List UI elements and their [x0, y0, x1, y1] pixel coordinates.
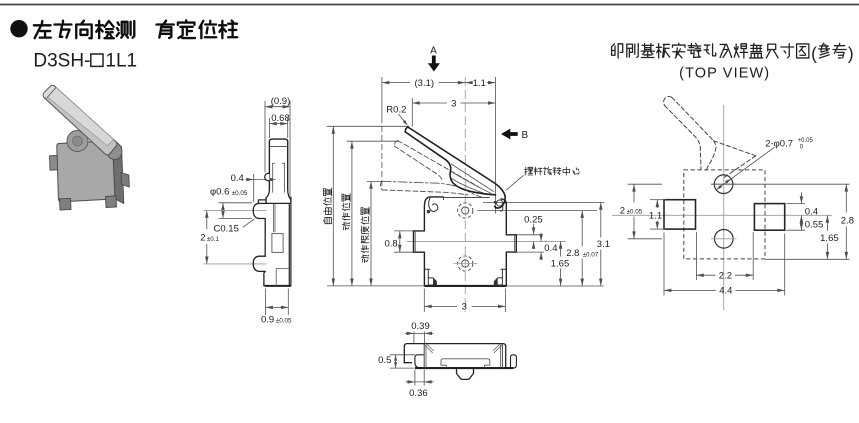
svg-text:1.1: 1.1: [649, 211, 662, 222]
svg-text:1.1: 1.1: [473, 78, 486, 89]
svg-text:2.8: 2.8: [566, 248, 579, 259]
svg-text:(: (: [811, 44, 817, 64]
svg-text:B: B: [522, 130, 529, 141]
svg-text:3.1: 3.1: [597, 239, 610, 250]
svg-text:0.5: 0.5: [378, 355, 391, 366]
svg-text:A: A: [430, 46, 437, 57]
svg-text:(3.1): (3.1): [415, 78, 435, 89]
svg-text:0.4: 0.4: [805, 207, 818, 218]
svg-text:2: 2: [200, 233, 205, 244]
svg-text:±0.05: ±0.05: [232, 190, 248, 197]
svg-text:0.55: 0.55: [805, 219, 824, 230]
svg-text:±0.1: ±0.1: [207, 236, 220, 243]
svg-text:±0.05: ±0.05: [276, 318, 292, 325]
svg-text:0.4: 0.4: [544, 243, 557, 254]
svg-text:2-φ0.7: 2-φ0.7: [765, 138, 793, 149]
svg-text:(0.9): (0.9): [271, 96, 291, 107]
svg-text:0.39: 0.39: [411, 321, 430, 332]
svg-text:R0.2: R0.2: [386, 105, 406, 116]
svg-text:2.8: 2.8: [841, 215, 854, 226]
svg-text:3: 3: [451, 98, 456, 109]
svg-text:±0.07: ±0.07: [583, 252, 599, 259]
svg-text:0.8: 0.8: [384, 238, 397, 249]
svg-text:1.65: 1.65: [820, 233, 839, 244]
svg-text:2.2: 2.2: [719, 270, 732, 281]
svg-text:4.4: 4.4: [719, 286, 732, 297]
svg-text:φ0.6: φ0.6: [210, 187, 229, 198]
svg-text:): ): [848, 44, 854, 64]
svg-text:0.36: 0.36: [409, 388, 428, 399]
svg-text:0: 0: [800, 145, 804, 151]
svg-text:0.25: 0.25: [524, 214, 543, 225]
svg-text:1.65: 1.65: [551, 259, 570, 270]
svg-text:D3SH-: D3SH-: [33, 50, 90, 71]
svg-text:C0.15: C0.15: [214, 224, 239, 235]
svg-text:0.4: 0.4: [231, 173, 244, 184]
svg-text:0.68: 0.68: [271, 113, 290, 124]
svg-text:0.9: 0.9: [261, 314, 274, 325]
svg-text:+0.05: +0.05: [798, 138, 814, 144]
svg-text:2: 2: [620, 205, 625, 216]
svg-text:(TOP VIEW): (TOP VIEW): [679, 65, 770, 81]
svg-text:±0.05: ±0.05: [627, 209, 643, 216]
svg-text:1L1: 1L1: [105, 50, 137, 71]
svg-text:3: 3: [462, 302, 467, 313]
